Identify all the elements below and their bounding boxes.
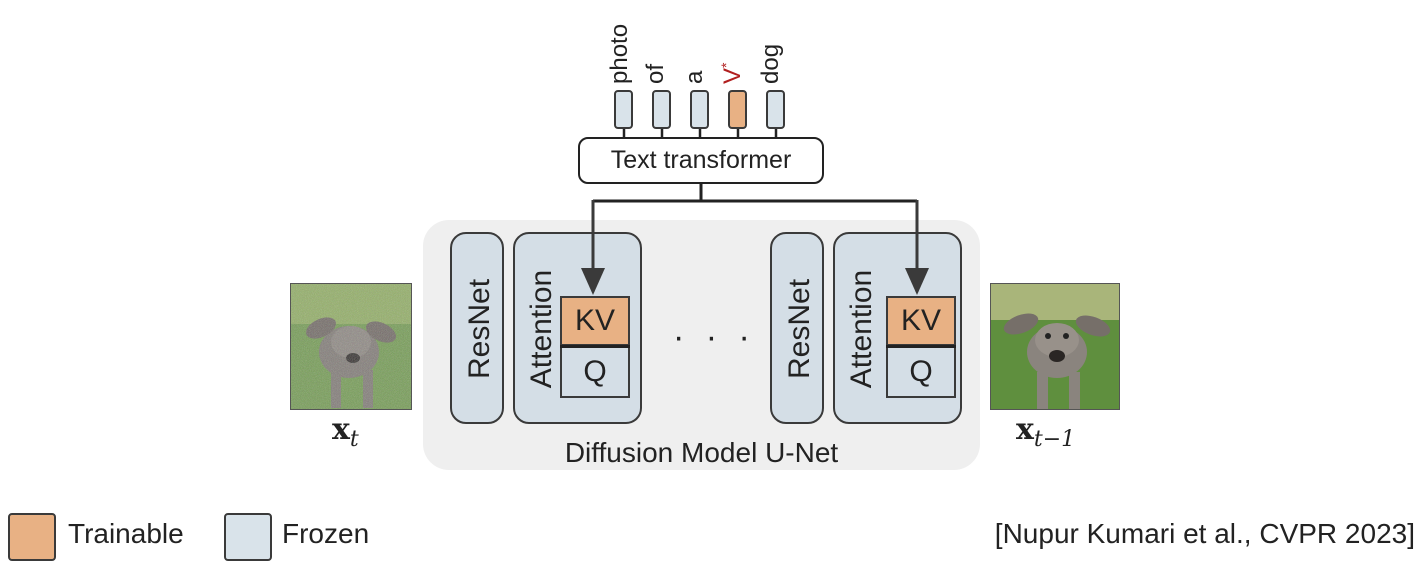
input-caption: xt (332, 412, 359, 452)
resnet-block-left: ResNet (450, 232, 504, 424)
unet-label: Diffusion Model U-Net (564, 437, 839, 468)
token-embedding-v-star (728, 90, 747, 129)
legend-label-trainable: Trainable (68, 518, 184, 549)
kv-block-right: KV (886, 296, 956, 346)
clean-dog-graphic (991, 284, 1119, 409)
token-embedding-of (652, 90, 671, 129)
q-block-left: Q (560, 348, 630, 398)
citation: [Nupur Kumari et al., CVPR 2023] (994, 518, 1415, 549)
legend-swatch-frozen (224, 513, 272, 561)
resnet-block-right: ResNet (770, 232, 824, 424)
kv-q-divider-left (560, 345, 630, 348)
kv-q-divider-right (886, 345, 956, 348)
output-caption: xt−1 (1016, 412, 1076, 452)
token-embedding-dog (766, 90, 785, 129)
ellipsis: · · · (673, 318, 756, 356)
token-embedding-a (690, 90, 709, 129)
output-clean-dog-image (990, 283, 1120, 410)
token-embedding-photo (614, 90, 633, 129)
legend-swatch-trainable (8, 513, 56, 561)
noisy-dog-graphic (291, 284, 411, 409)
legend-label-frozen: Frozen (282, 518, 370, 549)
q-block-right: Q (886, 348, 956, 398)
input-noisy-dog-image (290, 283, 412, 410)
